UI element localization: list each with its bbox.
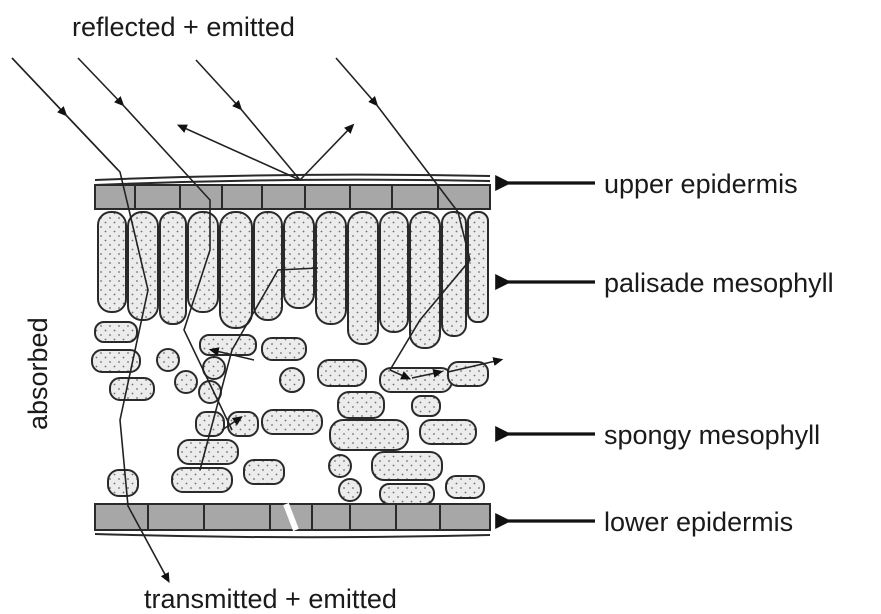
label-absorbed: absorbed	[23, 317, 53, 430]
incident-ray-2	[78, 58, 122, 104]
incident-ray-3	[196, 60, 240, 108]
palisade-mesophyll-layer	[98, 212, 488, 348]
label-lower-epidermis: lower epidermis	[604, 507, 793, 537]
reflected-ray-left	[180, 126, 300, 180]
spongy-mesophyll-layer	[92, 322, 488, 504]
reflected-ray-right	[300, 126, 352, 180]
label-upper-epidermis: upper epidermis	[604, 169, 798, 199]
leaf-section	[92, 175, 490, 538]
label-transmitted-emitted: transmitted + emitted	[144, 584, 397, 614]
upper-epidermis-layer	[95, 175, 490, 209]
label-reflected-emitted: reflected + emitted	[72, 12, 295, 42]
layer-pointers	[508, 183, 595, 521]
label-spongy-mesophyll: spongy mesophyll	[604, 420, 820, 450]
incident-ray-4	[336, 58, 376, 104]
label-palisade-mesophyll: palisade mesophyll	[604, 268, 834, 298]
lower-epidermis-layer	[95, 504, 490, 537]
